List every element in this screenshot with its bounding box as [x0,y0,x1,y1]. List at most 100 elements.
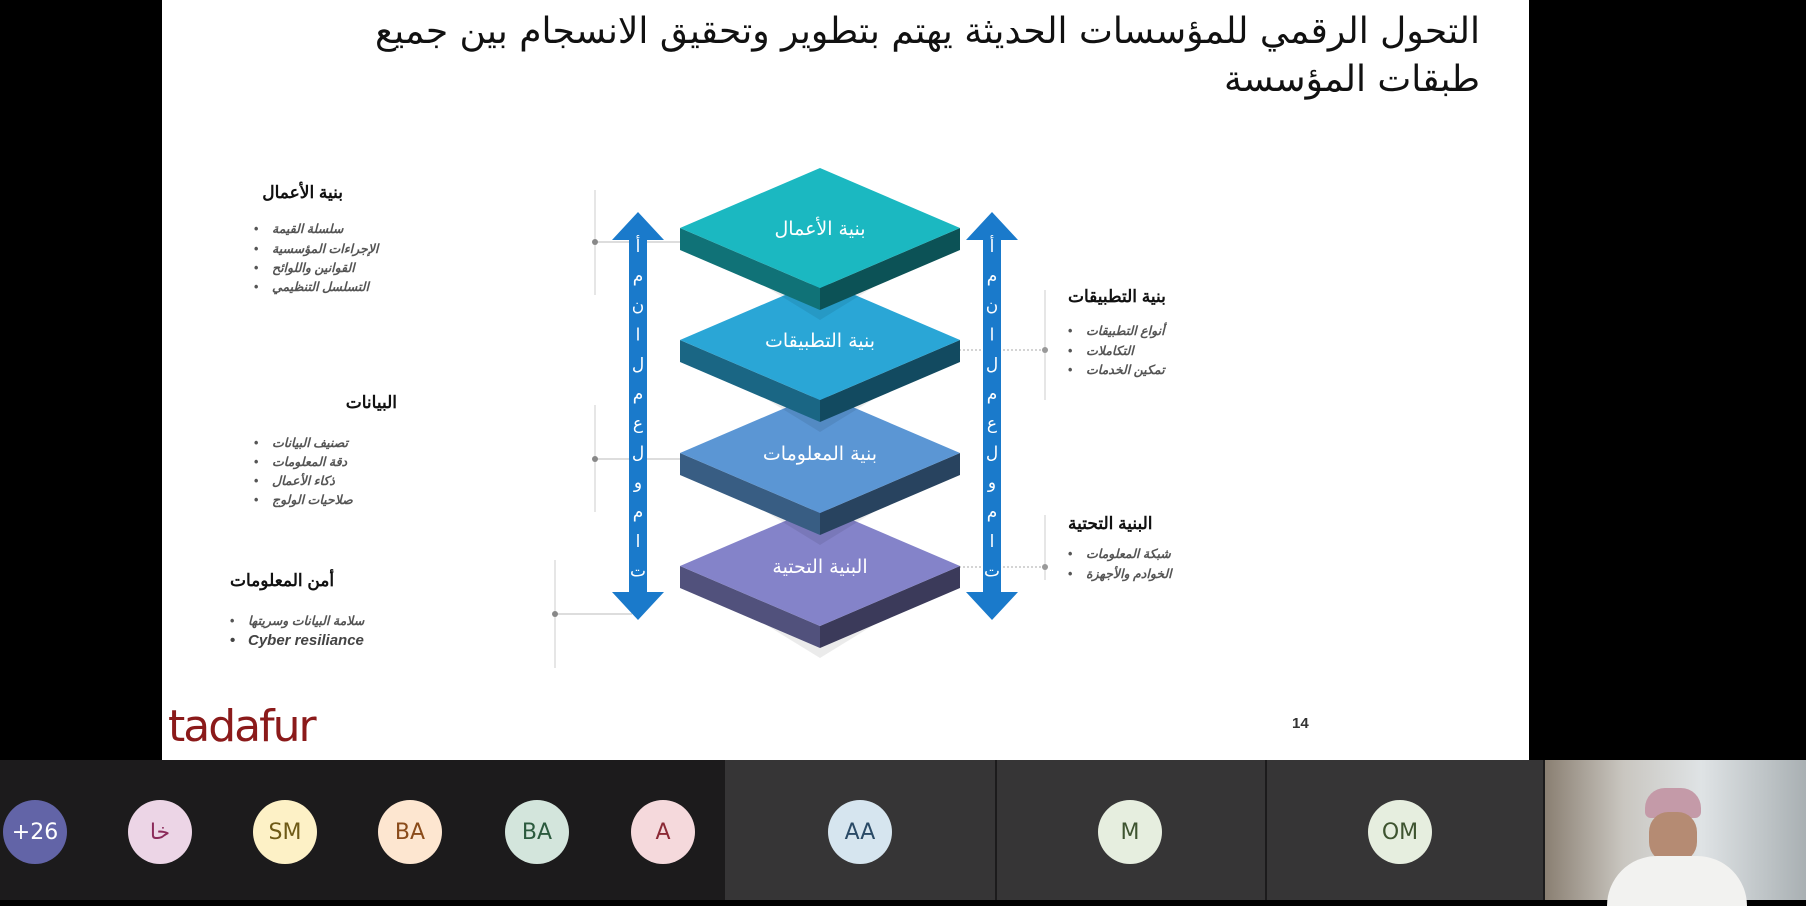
bullet-icon: • [1068,547,1073,561]
bullet-text: تمكين الخدمات [1086,363,1165,377]
arrow-letter: ل [632,355,644,375]
arrow-letter: ل [986,355,998,375]
layer-top-2 [680,393,960,513]
bullet-icon: • [254,474,259,488]
layer-side-right [820,340,960,422]
bullet-text: دقة المعلومات [272,455,348,469]
bullet-item: • أنواع التطبيقات [1068,322,1165,340]
layer-side-left [680,453,820,535]
layer-label: بنية المعلومات [763,443,877,465]
layer-side-right [820,453,960,535]
bullet-item: • ذكاء الأعمال [254,472,335,490]
bullet-text: صلاحيات الولوج [272,493,353,507]
connector-dot [592,239,598,245]
arrow-letter: ت [630,562,646,582]
arrow-letter: ت [984,562,1000,582]
bullet-icon: • [254,222,259,236]
arrow-letter: م [987,385,998,405]
bullet-text: سلسلة القيمة [272,222,344,236]
bullet-icon: • [1068,344,1073,358]
arrow-letter: ن [986,296,998,316]
bullet-item: • سلسلة القيمة [254,220,343,238]
bullet-icon: • [230,632,236,649]
bullet-icon: • [254,436,259,450]
bullet-text: الخوادم والأجهزة [1086,567,1172,581]
participant-avatar[interactable]: AA [828,800,892,864]
bullet-icon: • [1068,324,1073,338]
arrow-letter: م [633,503,644,523]
bullet-item: • تصنيف البيانات [254,434,348,452]
layer-label: بنية التطبيقات [765,330,875,352]
participant-avatar[interactable]: +26 [3,800,67,864]
bullet-text: شبكة المعلومات [1086,547,1171,561]
slide-title: التحول الرقمي للمؤسسات الحديثة يهتم بتطو… [374,11,1480,100]
bullet-icon: • [254,261,259,275]
bullet-text: التكاملات [1086,344,1134,358]
bullet-icon: • [1068,363,1073,377]
bullet-text: تصنيف البيانات [272,436,348,450]
participant-avatar[interactable]: SM [253,800,317,864]
bullet-item: • سلامة البيانات وسريتها [230,612,364,630]
bullet-text: التسلسل التنظيمي [272,280,369,294]
bullet-item: • التكاملات [1068,342,1134,360]
bullet-text: القوانين واللوائح [272,261,355,275]
connector-dot [592,456,598,462]
arrow-letter: ع [987,414,997,434]
participant-video[interactable] [1545,760,1806,906]
layer-side-right [820,228,960,310]
bullet-icon: • [230,614,235,628]
participant-avatar[interactable]: A [631,800,695,864]
layer-side-right [820,566,960,648]
arrow-letter: ا [990,532,995,552]
arrow-letter: م [987,267,998,287]
bullet-icon: • [254,280,259,294]
logo: tadafur [168,701,317,752]
double-arrow [612,212,664,620]
bullet-text: أنواع التطبيقات [1086,324,1165,338]
layer-top-1 [680,280,960,400]
bullet-item: • تمكين الخدمات [1068,361,1165,379]
arrow-letter: ن [632,296,644,316]
group-heading: أمن المعلومات [230,571,335,590]
layer-side-left [680,566,820,648]
arrow-letter: ا [636,326,641,346]
bullet-item: • دقة المعلومات [254,453,347,471]
arrow-letter: و [633,473,642,493]
layer-side-left [680,228,820,310]
bullet-text: سلامة البيانات وسريتها [248,614,365,628]
arrow-letter: أ [636,235,641,257]
group-heading: البنية التحتية [1068,514,1153,533]
bullet-icon: • [254,455,259,469]
connector-dot [1042,564,1048,570]
layer-stack-diagram: البنية التحتية بنية المعلومات بنية التطبيق… [552,168,1048,668]
arrow-letter: أ [990,235,995,257]
bullet-icon: • [1068,567,1073,581]
participant-avatar[interactable]: خا [128,800,192,864]
participant-avatar[interactable]: OM [1368,800,1432,864]
participant-avatar[interactable]: BA [378,800,442,864]
arrow-letter: ا [636,532,641,552]
bullet-item: • صلاحيات الولوج [254,491,353,509]
bullet-text: ذكاء الأعمال [272,474,335,488]
arrow-letter: م [987,503,998,523]
connector-dot [1042,347,1048,353]
participant-avatar[interactable]: BA [505,800,569,864]
page-number: 14 [1292,715,1309,732]
layer-top-3 [680,506,960,626]
presentation-slide: التحول الرقمي للمؤسسات الحديثة يهتم بتطو… [162,0,1529,760]
layer-label: بنية الأعمال [774,217,865,240]
bullet-item: • القوانين واللوائح [254,259,355,277]
connector-dot [552,611,558,617]
arrow-letter: م [633,267,644,287]
double-arrow [966,212,1018,620]
group-heading: بنية التطبيقات [1068,287,1166,306]
layer-label: البنية التحتية [772,556,867,578]
layer-side-left [680,340,820,422]
bullet-icon: • [254,493,259,507]
bullet-item: • شبكة المعلومات [1068,545,1171,563]
participant-avatar[interactable]: M [1098,800,1162,864]
arrow-letter: ل [986,444,998,464]
layer-top-0 [680,168,960,288]
arrow-letter: و [987,473,996,493]
